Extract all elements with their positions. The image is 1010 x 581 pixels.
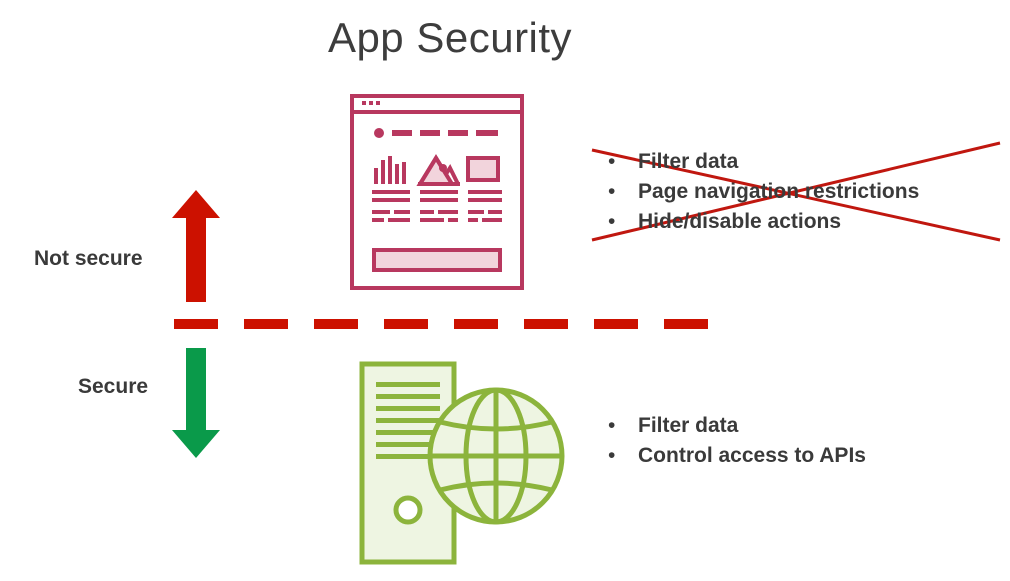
list-item: Hide/disable actions: [602, 207, 919, 237]
secure-arrow: [172, 348, 220, 458]
list-item: Page navigation restrictions: [602, 177, 919, 207]
server-side-list: Filter data Control access to APIs: [602, 411, 866, 471]
not-secure-arrow: [172, 190, 220, 302]
slide-title: App Security: [327, 14, 573, 61]
secure-label: Secure: [78, 375, 149, 398]
not-secure-label: Not secure: [34, 247, 143, 270]
list-item: Control access to APIs: [602, 441, 866, 471]
server-globe-icon: [359, 361, 565, 565]
list-item: Filter data: [602, 147, 919, 177]
web-app-icon: [350, 94, 524, 290]
client-side-list: Filter data Page navigation restrictions…: [602, 147, 919, 237]
list-item: Filter data: [602, 411, 866, 441]
